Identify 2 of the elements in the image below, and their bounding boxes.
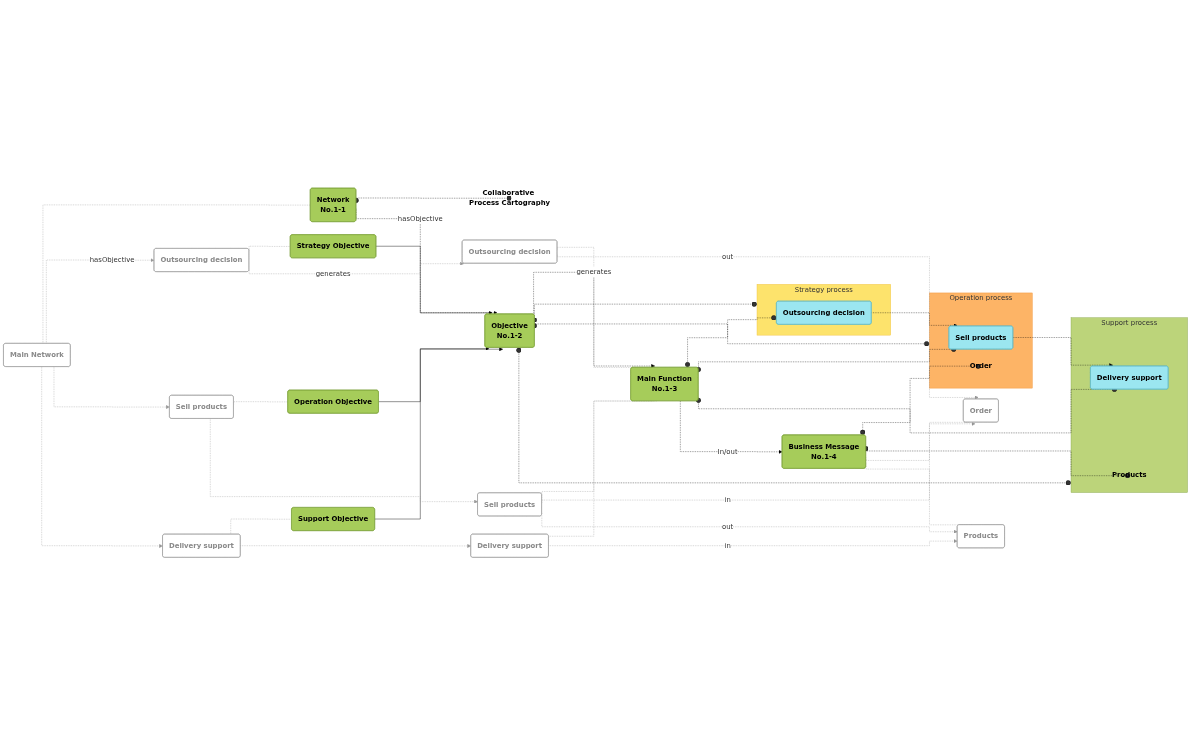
connector <box>248 246 291 251</box>
connector <box>230 518 292 535</box>
